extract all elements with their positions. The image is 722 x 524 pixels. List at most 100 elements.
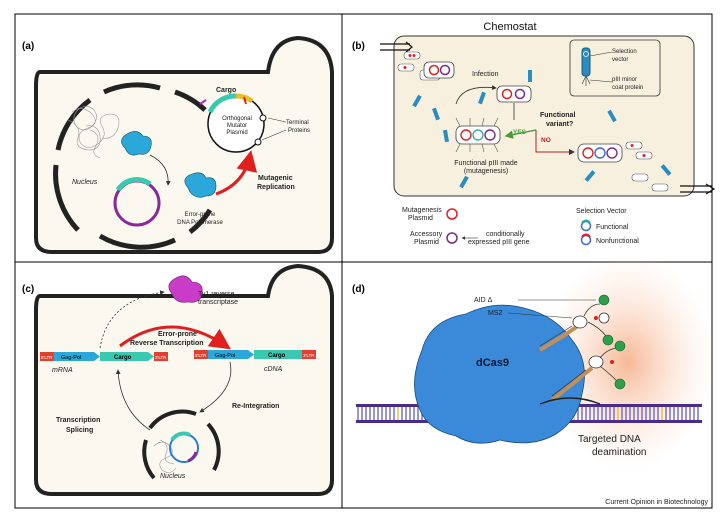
chromatin-icon [67, 106, 120, 159]
mutagenesis-cell [455, 125, 501, 145]
rt-arrow [119, 325, 231, 350]
legend-accessory-1: Accessory [410, 231, 443, 238]
dcas9-label: dCas9 [476, 357, 509, 369]
phage-icon [581, 47, 591, 77]
panel-c: (c) Ty1 reverse transcriptase Error-pron… [22, 263, 334, 496]
legend-mutagenesis-1: Mutagenesis [402, 207, 442, 214]
polymerase-label-2: DNA Polymerase [177, 220, 223, 226]
polymerase-label-1: Error-prone [185, 212, 216, 218]
svg-text:5'LTR: 5'LTR [195, 353, 207, 358]
yes-label: YES [513, 129, 527, 136]
chemostat-title: Chemostat [483, 21, 536, 33]
translation-arrow [99, 290, 165, 349]
piii-made-label-1: Functional pIII made [454, 160, 518, 167]
svg-text:5'LTR: 5'LTR [41, 355, 53, 360]
svg-text:Gag-Pol: Gag-Pol [61, 355, 81, 361]
piii-made-label-2: (mutagenesis) [464, 168, 508, 175]
plasmid-label-1: Orthogonal [222, 116, 252, 122]
nucleus-label: Nucleus [160, 473, 186, 480]
svg-text:Cargo: Cargo [114, 355, 132, 361]
panel-d-letter: (d) [352, 284, 365, 295]
mutagenic-label-2: Replication [257, 184, 295, 191]
outlet-tube [680, 185, 712, 193]
svg-text:3'LTR: 3'LTR [303, 353, 315, 358]
panel-b-letter: (b) [352, 41, 365, 52]
reintegration-label: Re-Integration [232, 403, 279, 410]
deamination-glow [542, 252, 714, 472]
panel-a-letter: (a) [22, 41, 34, 52]
legend-selection-title: Selection Vector [576, 208, 627, 215]
dcas9-protein [414, 304, 585, 444]
terminal-label-1: Terminal [286, 120, 309, 126]
panel-c-letter: (c) [22, 284, 34, 295]
panel-d: (d) dCas9 [352, 252, 714, 472]
nucleus-label: Nucleus [72, 179, 98, 186]
arrow [149, 154, 171, 186]
cargo-label: Cargo [216, 87, 236, 94]
chromatin-icon [153, 439, 177, 473]
mutagenic-label-1: Mutagenic [258, 175, 293, 182]
svg-text:3'LTR: 3'LTR [155, 355, 167, 360]
yeast-cell [34, 263, 334, 496]
cdna-label: cDNA [264, 366, 283, 373]
no-arrow [535, 130, 575, 155]
terminal-protein [254, 138, 262, 146]
ms2-proteins [572, 312, 610, 369]
ty1-label-1: Ty1 reverse [198, 291, 235, 298]
plasmid-cargo-segment [207, 93, 237, 114]
rt-label-2: Reverse Transcription [130, 340, 204, 347]
legend-accessory-2: Plasmid [414, 239, 439, 246]
ty1-label-2: transcriptase [198, 299, 238, 306]
error-prone-polymerase-icon [184, 172, 217, 198]
functional-variant-label-1: Functional [540, 112, 575, 119]
ms2-hairpins [538, 324, 594, 402]
inset-box [569, 39, 661, 97]
transcription-label: Transcription [56, 417, 100, 424]
ltr-box [40, 352, 54, 361]
nonfunctional-cell [577, 143, 623, 163]
cargo-box [100, 352, 148, 361]
piii-label-2: coat protein [612, 85, 643, 91]
polymerase-icon [121, 131, 152, 156]
nuclear-envelope [53, 82, 213, 250]
ty1-rt-icon [168, 275, 203, 303]
legend-nonfunctional: Nonfunctional [596, 238, 639, 245]
cargo-segment [115, 177, 152, 192]
no-label: NO [541, 137, 551, 144]
nuclear-envelope [142, 409, 221, 480]
ms2-label: MS2 [488, 310, 503, 317]
phage-icons [412, 70, 672, 189]
legend-mutagenesis-2: Plasmid [408, 215, 433, 222]
journal-credit: Current Opinion in Biotechnology [605, 499, 708, 506]
plasmid-label-2: Mutator [227, 123, 247, 129]
mutagenic-arrow [215, 150, 258, 196]
accessory-plasmid-icon [446, 232, 458, 244]
inlet-tube [380, 43, 410, 51]
terminal-label-2: Proteins [288, 128, 310, 134]
infection-arrow [455, 85, 497, 105]
gagpol-box [54, 352, 94, 361]
targeted-label-1: Targeted DNA [578, 434, 641, 445]
legend-functional: Functional [596, 224, 629, 231]
functional-vector-icon [580, 220, 592, 232]
legend-conditionally-2: expressed pIII gene [468, 239, 530, 246]
functional-variant-label-2: variant? [546, 121, 573, 128]
targeted-label-2: deamination [592, 447, 646, 458]
nonfunctional-vector-icon [580, 234, 592, 246]
svg-text:Gag-Pol: Gag-Pol [215, 353, 235, 359]
selection-vector-label-2: vector [612, 57, 628, 63]
panel-a: (a) Nucleus Error-prone DNA Polymerase [22, 35, 334, 254]
rt-label-1: Error-prone [158, 331, 197, 338]
yes-arrow [504, 129, 537, 139]
plasmid-label-3: Plasmid [226, 130, 247, 136]
aid-label: AID Δ [474, 297, 493, 304]
infection-label: Infection [472, 71, 499, 78]
piii-label-1: pIII minor [612, 77, 637, 83]
transcription-arrow [115, 369, 151, 431]
mrna-label: mRNA [52, 367, 73, 374]
reintegration-arrow [199, 361, 232, 413]
svg-text:Cargo: Cargo [268, 353, 286, 359]
selection-vector-label-1: Selection [612, 49, 637, 55]
panel-b: (b) Chemostat [352, 21, 716, 246]
